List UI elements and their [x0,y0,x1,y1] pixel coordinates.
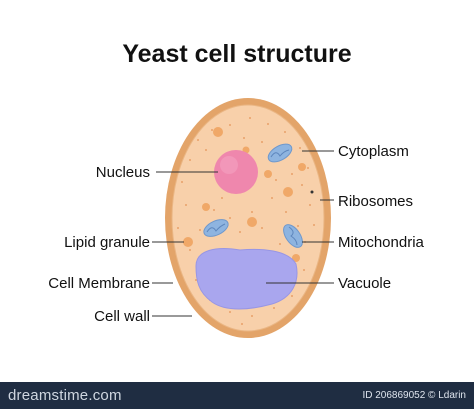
leader-lines [152,150,334,317]
nucleus [214,150,258,194]
lipid-granules [183,127,306,262]
label-cytoplasm: Cytoplasm [338,143,409,160]
footer-credit: ID 206869052 © Ldarin [362,390,466,401]
cell-membrane [171,104,325,332]
vacuole [195,248,298,310]
footer-bar: dreamstime.com ID 206869052 © Ldarin [0,382,474,409]
ribosomes [177,117,315,325]
label-cell-wall: Cell wall [94,308,150,325]
label-lipid-granule: Lipid granule [64,234,150,251]
label-ribosomes: Ribosomes [338,193,414,210]
diagram-title: Yeast cell structure [122,40,352,68]
footer-brand: dreamstime.com [8,387,122,404]
label-cell-membrane: Cell Membrane [48,275,150,292]
mitochondrion-right [283,224,303,248]
leader-dot-ribosomes [310,190,314,194]
nucleus-highlight [220,156,238,174]
label-vacuole: Vacuole [338,275,392,292]
mitochondrion-top [267,143,293,163]
label-mitochondria: Mitochondria [338,234,424,251]
label-nucleus: Nucleus [95,164,150,181]
mitochondrion-left [203,219,229,237]
